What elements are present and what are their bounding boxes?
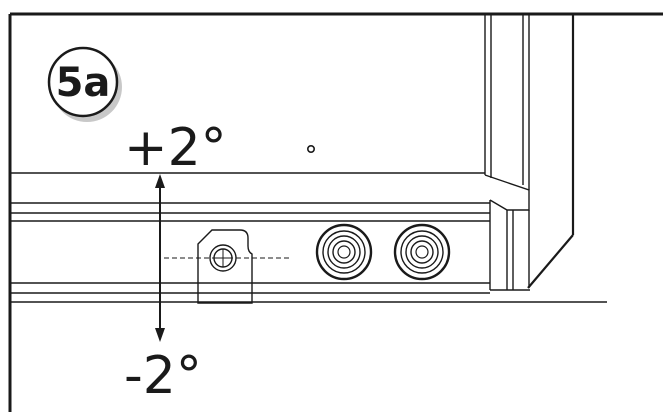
screw-hole <box>306 145 315 154</box>
mounting-bracket <box>164 229 292 304</box>
angle-top-label: +2° <box>124 118 227 178</box>
connector-left-icon <box>315 223 373 281</box>
device-lower-edge <box>10 172 607 303</box>
step-badge: 5a <box>47 46 122 122</box>
bracket-screw-icon <box>209 244 237 272</box>
connector-right-icon <box>393 223 451 281</box>
tilt-arrow-icon <box>155 174 165 342</box>
step-badge-label: 5a <box>56 60 111 106</box>
device-side-housing <box>484 14 575 291</box>
angle-bottom-label: -2° <box>124 346 202 406</box>
